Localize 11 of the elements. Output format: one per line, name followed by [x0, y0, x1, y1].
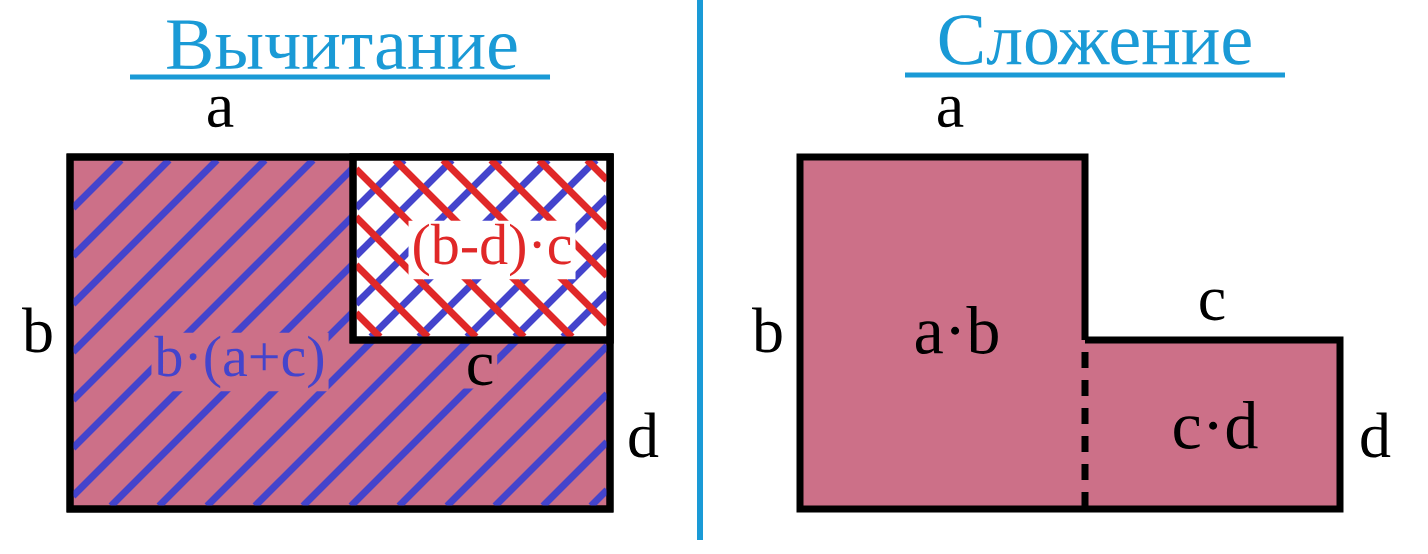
heading: Вычитание — [167, 20, 517, 70]
side-label: a — [208, 96, 234, 128]
side-label: d — [629, 412, 659, 458]
area-formula: (b-d)·c — [408, 220, 576, 280]
heading: Сложение — [939, 15, 1251, 65]
area-formula: c·d — [1174, 401, 1258, 449]
side-label: c — [1200, 289, 1225, 321]
side-label: b — [752, 307, 782, 353]
area-formula: b·(a+c) — [151, 332, 329, 392]
side-label: b — [22, 307, 52, 353]
area-formula: a·b — [915, 306, 998, 354]
